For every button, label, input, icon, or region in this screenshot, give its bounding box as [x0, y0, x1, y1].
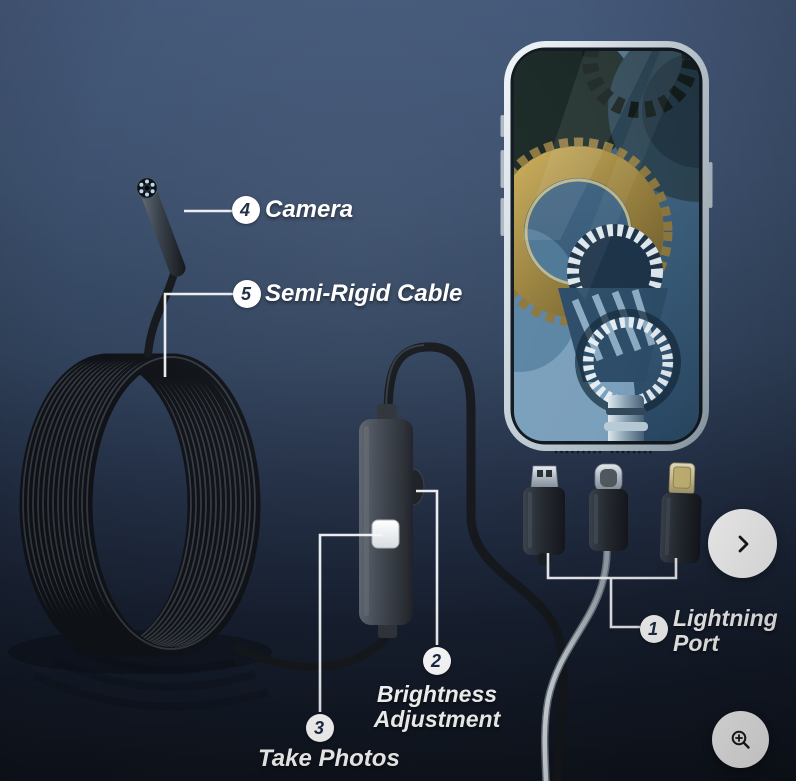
main-cable-sheen	[385, 344, 425, 415]
probe-cable	[144, 262, 180, 358]
callout-line-lightning-port	[609, 578, 640, 629]
callout-label-take-photos: Take Photos	[258, 745, 400, 772]
callout-label-camera: Camera	[265, 196, 354, 223]
magnifier-plus-icon	[731, 730, 750, 749]
usb-c-connector	[589, 463, 628, 551]
chevron-right-icon	[738, 535, 748, 552]
callout-lines	[163, 209, 678, 712]
coiled-cable	[23, 357, 256, 652]
phone-volume-up-button	[500, 150, 505, 188]
callout-number-brightness: 2	[430, 650, 441, 671]
micro-usb-connector	[523, 465, 565, 565]
callout-number-lightning-port: 1	[647, 618, 658, 639]
usb-c-cable	[541, 545, 611, 781]
phone-power-button	[708, 162, 713, 208]
callout-label-lightning-port: Lightning Port	[673, 605, 778, 656]
phone-volume-down-button	[500, 198, 505, 236]
control-unit	[359, 404, 425, 638]
callout-number-camera: 4	[239, 199, 250, 220]
zoom-image-button[interactable]	[712, 711, 769, 768]
lightning-connector	[659, 462, 702, 564]
callout-badge-camera: 4	[232, 196, 260, 224]
main-cable-arch	[383, 342, 568, 781]
probe-lens	[143, 184, 151, 192]
callout-badge-lightning-port: 1	[640, 615, 668, 643]
callout-badge-brightness: 2	[423, 647, 451, 675]
callout-badge-semi-rigid-cable: 5	[233, 280, 261, 308]
callout-label-brightness: Brightness Adjustment	[373, 681, 501, 732]
phone-mute-switch	[500, 115, 505, 137]
speaker-grill-dots	[554, 450, 652, 454]
callout-line-semi-rigid-cable	[163, 292, 233, 377]
camera-probe	[135, 176, 186, 277]
callout-number-semi-rigid-cable: 5	[240, 283, 251, 304]
phone-screen-photo	[514, 51, 699, 441]
callout-number-take-photos: 3	[313, 717, 324, 738]
callout-bracket-connectors	[546, 553, 678, 580]
callout-label-semi-rigid-cable: Semi-Rigid Cable	[265, 280, 463, 307]
callout-badge-take-photos: 3	[306, 714, 334, 742]
callout-line-take-photos	[318, 533, 383, 712]
callout-line-brightness	[416, 489, 439, 645]
next-image-button[interactable]	[708, 509, 777, 578]
smartphone	[500, 41, 713, 454]
probe-led-ring	[139, 179, 155, 197]
floor-shadow	[33, 644, 270, 711]
